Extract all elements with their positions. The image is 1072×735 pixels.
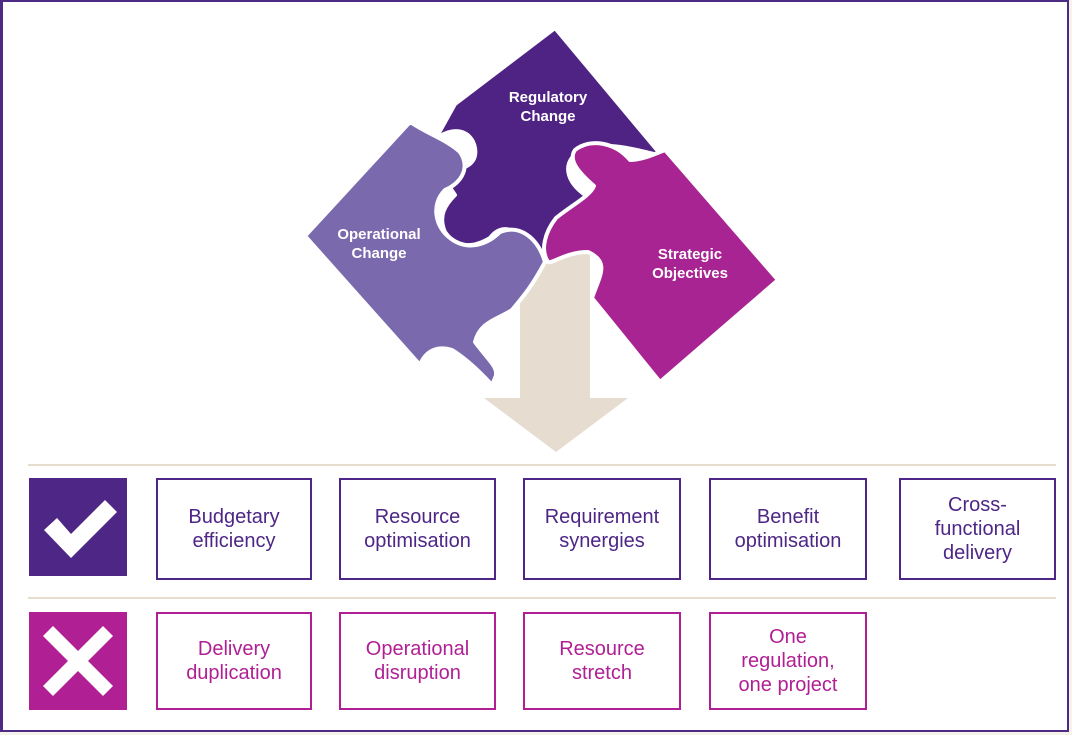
- cross-icon: [43, 626, 113, 696]
- puzzle-piece-strategic: [542, 141, 780, 384]
- check-mark-box: [29, 478, 127, 576]
- risk-card: Operational disruption: [339, 612, 496, 710]
- cross-mark-box: [29, 612, 127, 710]
- puzzle-piece-operational: [303, 120, 547, 387]
- benefit-card: Cross- functional delivery: [899, 478, 1056, 580]
- label-operational-change: Operational Change: [337, 226, 421, 262]
- label-strategic-objectives: Strategic Objectives: [652, 246, 728, 282]
- check-icon: [44, 500, 117, 558]
- risk-card: One regulation, one project: [709, 612, 867, 710]
- divider-top: [28, 464, 1056, 466]
- benefit-card: Budgetary efficiency: [156, 478, 312, 580]
- risk-card: Delivery duplication: [156, 612, 312, 710]
- label-regulatory-change: Regulatory Change: [508, 89, 588, 125]
- benefit-card: Requirement synergies: [523, 478, 681, 580]
- divider-middle: [28, 597, 1056, 599]
- puzzle-graphic: Regulatory Change Operational Change Str…: [303, 26, 780, 452]
- benefit-card: Resource optimisation: [339, 478, 496, 580]
- risk-card: Resource stretch: [523, 612, 681, 710]
- benefit-card: Benefit optimisation: [709, 478, 867, 580]
